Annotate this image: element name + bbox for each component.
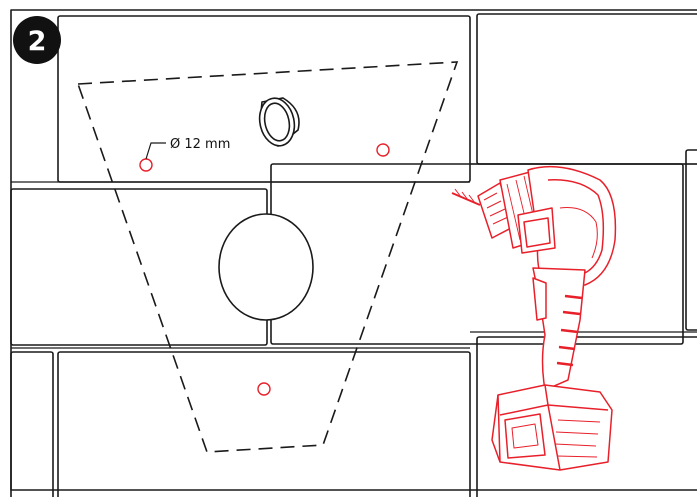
tile — [270, 163, 684, 345]
tile — [476, 336, 697, 497]
mounting-template-outline — [76, 61, 459, 453]
drill-hole — [139, 158, 153, 172]
grout-lines — [11, 163, 697, 349]
tile — [685, 149, 697, 331]
wall-opening — [218, 213, 314, 321]
cordless-drill-icon — [451, 165, 617, 471]
pipe-stub-icon — [258, 97, 300, 147]
tile — [57, 15, 471, 183]
tile — [476, 13, 697, 165]
drill-hole — [376, 143, 390, 157]
hole-diameter-label: Ø 12 mm — [170, 137, 230, 152]
tile — [10, 351, 54, 497]
tile — [57, 351, 471, 497]
hole-dimension-callout: Ø 12 mm — [145, 137, 230, 160]
step-badge: 2 — [13, 16, 61, 64]
step-number: 2 — [28, 26, 47, 57]
drill-holes — [139, 143, 390, 396]
drill-hole — [257, 382, 271, 396]
